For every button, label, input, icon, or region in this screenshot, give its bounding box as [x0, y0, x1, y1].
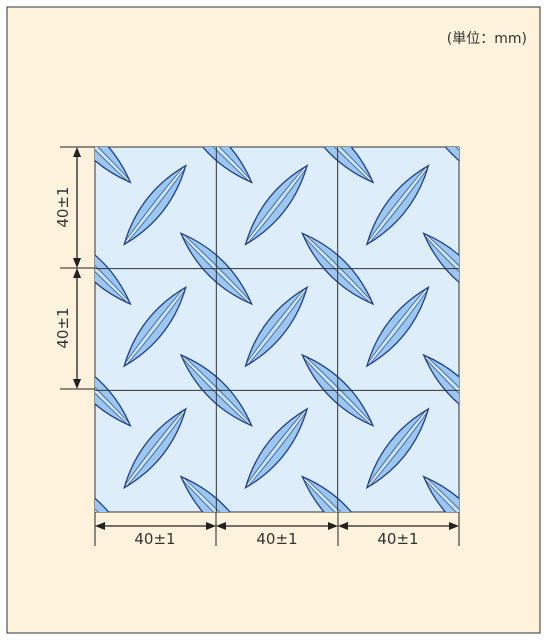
bump — [301, 475, 375, 512]
bump — [365, 285, 430, 368]
vertical-dimension-label-2: 40±1 — [54, 307, 72, 348]
horizontal-dimension-label-2: 40±1 — [256, 530, 297, 548]
bump — [179, 475, 253, 512]
arrow-head-icon — [95, 522, 105, 530]
arrow-head-icon — [216, 522, 226, 530]
vertical-dimension-label-1: 40±1 — [54, 186, 72, 227]
horizontal-dimension-label-1: 40±1 — [134, 530, 175, 548]
arrow-head-icon — [73, 147, 81, 157]
bump — [365, 407, 430, 490]
bump — [123, 285, 187, 368]
unit-note: (単位：mm) — [447, 31, 527, 47]
bump — [123, 407, 187, 490]
horizontal-dimension-label-3: 40±1 — [377, 530, 418, 548]
bump — [244, 164, 309, 246]
bump — [95, 475, 132, 512]
arrow-head-icon — [206, 522, 216, 530]
arrow-head-icon — [73, 268, 81, 278]
bump — [95, 353, 132, 427]
arrow-head-icon — [328, 522, 338, 530]
bump — [123, 164, 187, 246]
horizontal-dimensions: 40±1 40±1 40±1 — [94, 512, 460, 548]
arrow-head-icon — [73, 379, 81, 389]
arrow-head-icon — [73, 258, 81, 268]
bump — [301, 147, 375, 184]
grid-lines — [95, 147, 459, 513]
vertical-dimension-1: 40±1 — [54, 146, 95, 269]
arrow-head-icon — [338, 522, 348, 530]
dimension-annotations: 40±1 40±1 40±1 40±1 40± — [54, 146, 460, 548]
bump — [365, 164, 430, 246]
bump — [179, 147, 253, 184]
bump — [244, 285, 309, 368]
bump — [244, 407, 309, 490]
bump — [422, 147, 459, 184]
arrow-head-icon — [449, 522, 459, 530]
bump — [422, 475, 459, 512]
vertical-dimension-2: 40±1 — [54, 268, 95, 390]
bump — [95, 147, 132, 184]
bump — [95, 232, 132, 306]
